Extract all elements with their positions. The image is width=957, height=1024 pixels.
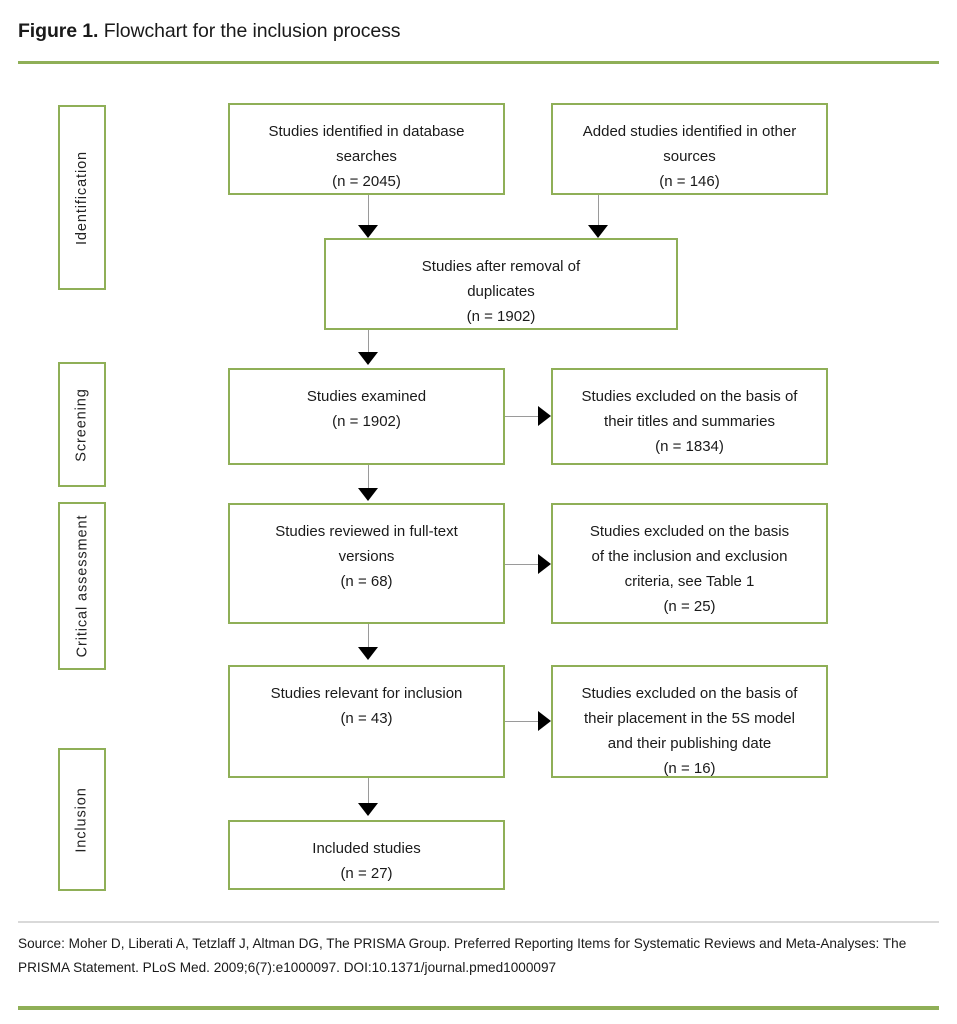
stage-label-screening: Screening [58,362,106,487]
box-included-studies: Included studies (n = 27) [228,820,505,890]
page-title: Figure 1. Flowchart for the inclusion pr… [18,20,401,43]
box-line: (n = 27) [340,865,393,882]
box-other-sources: Added studies identified in other source… [551,103,828,195]
connector-relevant-to-excluded-5s [505,721,543,722]
box-line: (n = 1902) [466,308,536,325]
arrowhead-examined-to-fulltext [358,488,378,501]
stage-label-critical-assessment-text: Critical assessment [74,514,90,658]
stage-label-identification-text: Identification [74,150,91,245]
box-line: Added studies identified in other [582,123,797,140]
arrowhead-relevant-to-included [358,803,378,816]
box-excluded-titles: Studies excluded on the basis of their t… [551,368,828,465]
arrowhead-db-to-duplicates [358,225,378,238]
box-line: their titles and summaries [604,413,775,430]
box-line: (n = 146) [659,173,720,190]
box-line: (n = 43) [340,710,393,727]
source-divider-bottom [18,1006,939,1010]
arrowhead-fulltext-to-excluded-criteria [538,554,551,574]
box-line: (n = 25) [663,598,716,615]
box-line: (n = 1834) [655,438,724,455]
stage-label-identification: Identification [58,105,106,290]
box-relevant-for-inclusion: Studies relevant for inclusion (n = 43) [228,665,505,778]
connector-examined-to-fulltext [368,465,369,498]
box-line: sources [663,148,716,165]
connector-sources-to-duplicates [598,195,599,235]
box-line: searches [336,148,397,165]
box-line: criteria, see Table 1 [624,573,755,590]
box-after-duplicates: Studies after removal of duplicates (n =… [324,238,678,330]
box-line: Studies after removal of [421,258,581,275]
arrowhead-relevant-to-excluded-5s [538,711,551,731]
box-line: of the inclusion and exclusion [591,548,788,565]
box-line: Studies examined [306,388,427,405]
source-divider-top [18,921,939,923]
box-line: versions [338,548,395,565]
box-line: Studies identified in database [268,123,465,140]
box-excluded-5s-model: Studies excluded on the basis of their p… [551,665,828,778]
box-studies-examined: Studies examined (n = 1902) [228,368,505,465]
connector-fulltext-to-relevant [368,624,369,657]
box-excluded-criteria: Studies excluded on the basis of the inc… [551,503,828,624]
box-line: Studies excluded on the basis [589,523,790,540]
box-line: Studies reviewed in full-text [275,523,458,540]
box-line: (n = 2045) [332,173,401,190]
source-citation: Source: Moher D, Liberati A, Tetzlaff J,… [18,936,907,975]
figure-number: Figure 1. [18,20,99,42]
box-line: Studies excluded on the basis of [581,685,798,702]
box-line: Studies relevant for inclusion [270,685,463,702]
title-divider [18,61,939,64]
box-line: (n = 16) [663,760,716,777]
connector-examined-to-excluded-titles [505,416,543,417]
connector-duplicates-to-examined [368,330,369,362]
stage-label-critical-assessment: Critical assessment [58,502,106,670]
box-full-text-reviewed: Studies reviewed in full-text versions (… [228,503,505,624]
arrowhead-examined-to-excluded-titles [538,406,551,426]
box-line: Included studies [312,840,421,857]
arrowhead-duplicates-to-examined [358,352,378,365]
figure-caption: Flowchart for the inclusion process [98,20,401,42]
box-line: their placement in the 5S model [584,710,795,727]
connector-fulltext-to-excluded-criteria [505,564,543,565]
stage-label-inclusion-text: Inclusion [74,786,90,853]
stage-label-inclusion: Inclusion [58,748,106,891]
box-line: Studies excluded on the basis of [581,388,798,405]
arrowhead-sources-to-duplicates [588,225,608,238]
box-line: (n = 68) [340,573,393,590]
box-line: and their publishing date [607,735,772,752]
stage-label-screening-text: Screening [74,387,90,462]
box-database-searches: Studies identified in database searches … [228,103,505,195]
box-line: duplicates [467,283,535,300]
arrowhead-fulltext-to-relevant [358,647,378,660]
connector-relevant-to-included [368,778,369,812]
box-line: (n = 1902) [332,413,401,430]
connector-db-to-duplicates [368,195,369,235]
